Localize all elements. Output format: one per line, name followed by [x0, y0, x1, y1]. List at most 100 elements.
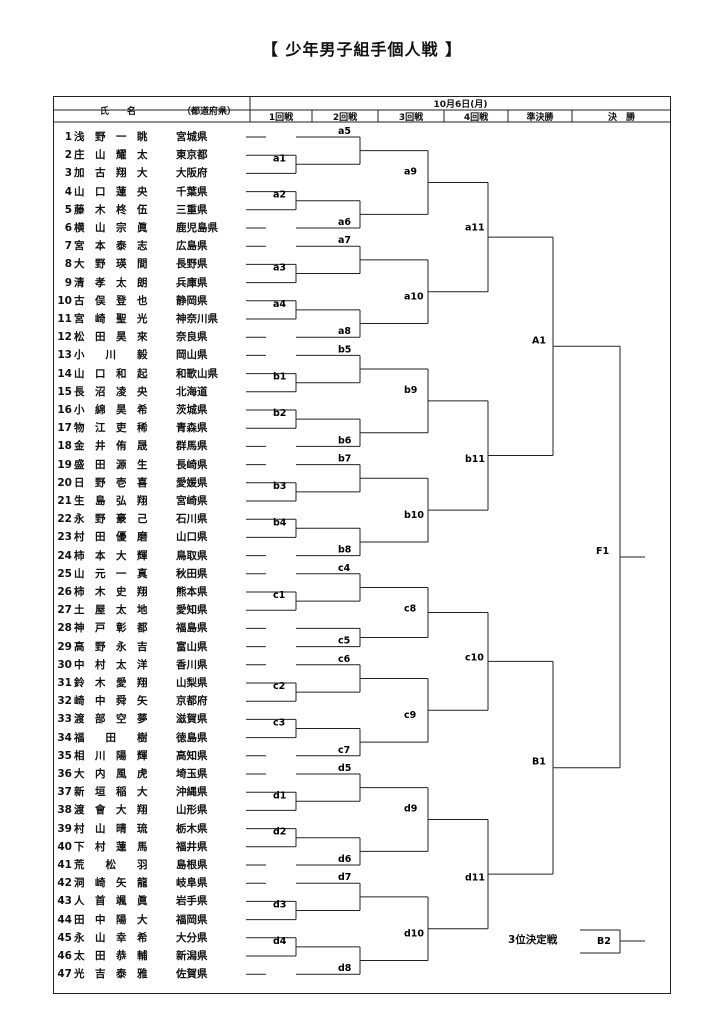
player-name: 生 島 弘 翔 [74, 495, 148, 507]
player-name: 山 元 一 真 [74, 567, 148, 580]
round-header-1: 1回戦 [268, 113, 294, 123]
match-label-round2: b7 [338, 454, 351, 465]
player-name: 太 田 恭 輔 [74, 950, 148, 962]
player-prefecture: 石川県 [176, 513, 208, 526]
player-number: 13 [57, 349, 72, 362]
player-name: 高 野 永 吉 [74, 640, 148, 653]
player-name: 下 村 蓮 馬 [74, 840, 148, 853]
player-prefecture: 島根県 [176, 859, 208, 871]
player-prefecture: 滋賀県 [176, 713, 208, 726]
match-label-round2: d7 [338, 872, 351, 883]
player-name: 盛 田 源 生 [74, 458, 148, 471]
name-column-header: 氏 名 [99, 107, 136, 117]
match-label-round1: a2 [273, 190, 286, 201]
round-header-5: 準決勝 [526, 113, 554, 123]
player-prefecture: 広島県 [176, 240, 208, 253]
player-name: 渡 部 空 夢 [74, 713, 148, 726]
player-name: 物 江 吏 稀 [74, 422, 148, 435]
player-name: 横 山 宗 眞 [74, 222, 148, 234]
player-name: 日 野 壱 喜 [74, 476, 148, 489]
player-name: 福 田 樹 [74, 731, 148, 744]
player-prefecture: 奈良県 [176, 331, 208, 344]
player-number: 22 [57, 513, 72, 526]
player-prefecture: 千葉県 [176, 185, 208, 198]
match-label-round3: a10 [404, 292, 424, 303]
player-prefecture: 秋田県 [176, 567, 208, 580]
player-prefecture: 京都府 [176, 695, 208, 708]
bracket-frame [53, 96, 671, 994]
player-number: 35 [57, 749, 72, 762]
player-number: 1 [64, 131, 72, 143]
player-prefecture: 和歌山県 [176, 367, 218, 380]
player-name: 大 内 風 虎 [74, 768, 148, 780]
player-number: 42 [57, 877, 72, 890]
player-name: 村 田 優 磨 [74, 531, 148, 544]
player-prefecture: 沖縄県 [176, 786, 208, 799]
player-name: 土 屋 太 地 [74, 604, 148, 617]
player-prefecture: 兵庫県 [176, 276, 208, 289]
player-name: 永 野 豪 己 [74, 513, 148, 526]
player-number: 32 [57, 695, 72, 708]
player-number: 12 [57, 331, 72, 344]
player-number: 38 [57, 804, 72, 817]
player-number: 8 [64, 258, 72, 271]
match-label-semifinal: B1 [532, 757, 546, 768]
player-name: 永 山 幸 希 [74, 931, 148, 944]
match-label-round2: c5 [338, 636, 350, 647]
player-number: 4 [64, 185, 72, 198]
player-name: 中 村 太 洋 [74, 658, 148, 671]
match-label-round4: c10 [465, 652, 484, 663]
player-prefecture: 青森県 [176, 422, 208, 435]
match-label-round1: b2 [273, 408, 286, 419]
match-label-round2: a6 [338, 217, 351, 228]
player-number: 17 [57, 422, 72, 435]
player-prefecture: 福島県 [176, 622, 208, 635]
match-label-round2: d6 [338, 854, 352, 865]
player-number: 29 [57, 640, 72, 653]
match-label-round1: c1 [273, 590, 285, 601]
player-number: 40 [57, 840, 72, 853]
player-number: 21 [57, 495, 72, 507]
player-number: 27 [57, 604, 72, 617]
player-number: 11 [57, 313, 72, 325]
player-number: 30 [57, 658, 72, 671]
player-number: 2 [64, 149, 72, 162]
player-name: 鈴 木 愛 翔 [74, 677, 148, 689]
player-prefecture: 三重県 [176, 203, 208, 216]
player-name: 洞 崎 矢 龍 [74, 877, 148, 890]
match-label-round3: d9 [404, 804, 417, 815]
player-number: 31 [57, 677, 72, 689]
player-name: 神 戸 彰 都 [74, 622, 148, 635]
player-prefecture: 宮崎県 [176, 495, 208, 507]
match-label-round1: b1 [273, 372, 286, 383]
match-label-round1: d1 [273, 790, 286, 801]
round-header-2: 2回戦 [332, 113, 358, 123]
player-name: 清 孝 太 朗 [74, 276, 148, 289]
player-number: 10 [57, 294, 72, 307]
player-name: 村 山 晴 琉 [74, 822, 148, 835]
player-number: 44 [57, 913, 72, 926]
player-name: 新 垣 稲 大 [74, 786, 148, 799]
player-number: 43 [57, 895, 72, 908]
player-number: 36 [57, 768, 72, 780]
